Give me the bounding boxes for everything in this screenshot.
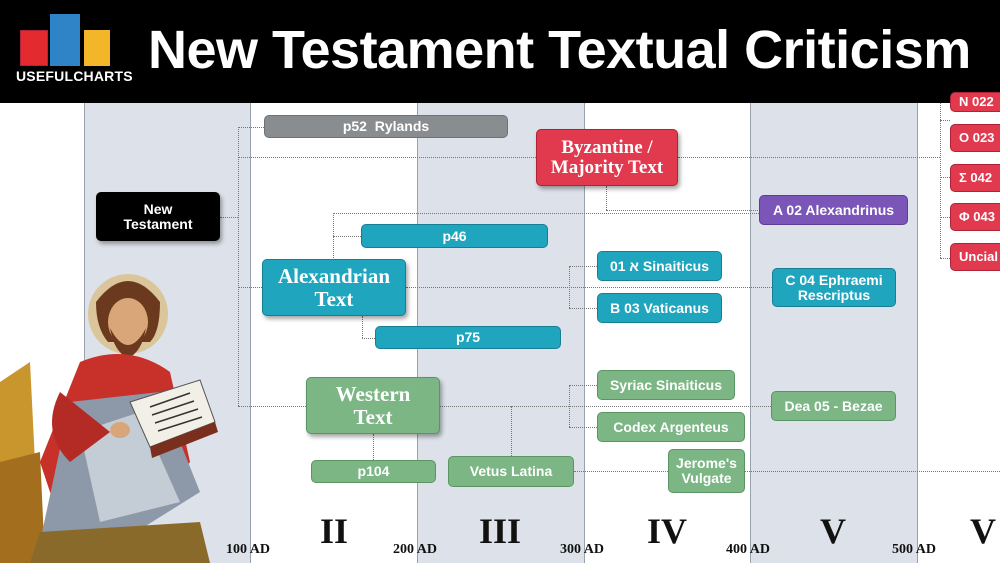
divider — [84, 103, 85, 563]
connector — [678, 157, 940, 158]
node-codex-argenteus: Codex Argenteus — [597, 412, 745, 442]
node-sinaiticus: א 01 Sinaiticus — [597, 251, 722, 281]
connector — [333, 236, 361, 237]
year-label: 500 AD — [892, 542, 936, 557]
node-syriac-sinaiticus: Syriac Sinaiticus — [597, 370, 735, 400]
connector — [569, 266, 597, 267]
header-bar: USEFULCHARTS New Testament Textual Criti… — [0, 0, 1000, 103]
node-alexandrian-text: Alexandrian Text — [262, 259, 406, 316]
year-label: 300 AD — [560, 542, 604, 557]
node-p46: p46 — [361, 224, 548, 248]
century-label: IV — [646, 511, 687, 551]
connector — [220, 217, 238, 218]
century-label: V — [970, 511, 996, 551]
connector — [940, 120, 950, 121]
node-western-text: Western Text — [306, 377, 440, 434]
node-o-023: O 023 — [950, 124, 1000, 152]
connector — [569, 266, 570, 308]
node-phi-043: Φ 043 — [950, 203, 1000, 231]
connector — [238, 287, 262, 288]
node-new-testament: New Testament — [96, 192, 220, 241]
century-label: II — [319, 511, 349, 551]
band-5 — [750, 103, 917, 563]
node-jeromes-vulgate: Jerome's Vulgate — [668, 449, 745, 493]
connector — [511, 406, 512, 456]
connector — [373, 434, 374, 460]
divider — [250, 103, 251, 563]
evangelist-scribe-icon — [0, 274, 218, 563]
node-vetus-latina: Vetus Latina — [448, 456, 574, 487]
connector — [362, 338, 375, 339]
node-p104: p104 — [311, 460, 436, 483]
year-label: 100 AD — [226, 542, 270, 557]
year-label: 200 AD — [393, 542, 437, 557]
page-title: New Testament Textual Criticism — [148, 20, 971, 80]
connector — [940, 217, 950, 218]
node-ephraemi: C 04 Ephraemi Rescriptus — [772, 268, 896, 307]
connector — [569, 427, 597, 428]
node-vaticanus: B 03 Vaticanus — [597, 293, 722, 323]
node-bezae: Dea 05 - Bezae — [771, 391, 896, 421]
divider — [917, 103, 918, 563]
divider — [750, 103, 751, 563]
node-alexandrinus: A 02 Alexandrinus — [759, 195, 908, 225]
connector — [362, 316, 363, 338]
connector — [440, 406, 771, 407]
node-n-022: N 022 — [950, 92, 1000, 112]
connector — [745, 471, 1000, 472]
century-label: III — [478, 511, 522, 551]
connector — [569, 385, 570, 427]
connector — [406, 287, 772, 288]
divider — [584, 103, 585, 563]
connector — [940, 177, 950, 178]
connector — [238, 127, 264, 128]
connector — [238, 127, 239, 406]
connector — [333, 213, 759, 214]
connector — [940, 258, 950, 259]
connector — [238, 157, 536, 158]
node-uncial: Uncial — [950, 243, 1000, 271]
year-label: 400 AD — [726, 542, 770, 557]
connector — [574, 471, 668, 472]
connector — [238, 406, 306, 407]
connector — [606, 210, 760, 211]
node-sigma-042: Σ 042 — [950, 164, 1000, 192]
connector — [569, 385, 597, 386]
logo-text: USEFULCHARTS — [16, 68, 133, 84]
usefulcharts-logo-icon — [20, 14, 112, 66]
node-byzantine-text: Byzantine / Majority Text — [536, 129, 678, 186]
connector — [606, 186, 607, 210]
connector — [940, 103, 941, 258]
connector — [569, 308, 597, 309]
node-p75: p75 — [375, 326, 561, 349]
century-label: V — [820, 511, 846, 551]
node-p52-rylands: p52 Rylands — [264, 115, 508, 138]
